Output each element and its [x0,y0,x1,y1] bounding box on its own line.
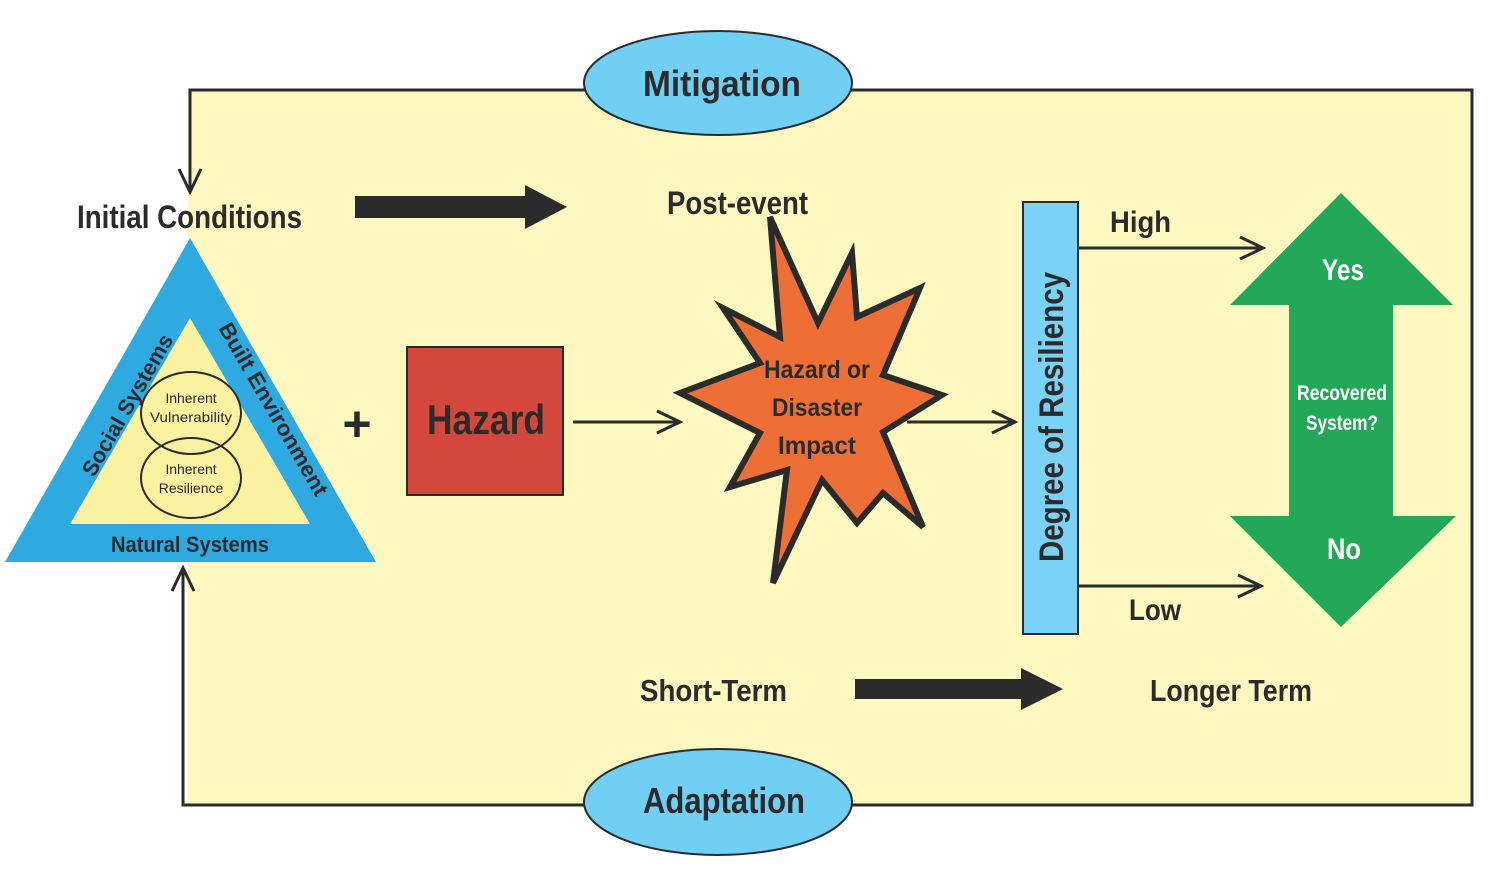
impact-line3: Impact [778,432,857,460]
hazard-label: Hazard [427,396,545,443]
loop-border [181,88,1474,807]
low-label: Low [1129,594,1182,627]
recovered-line1: Recovered [1297,382,1387,405]
resilience-line1: Inherent [165,461,216,477]
initial-conditions-title: Initial Conditions [77,199,302,235]
adaptation-label: Adaptation [643,780,805,821]
longer-term-label: Longer Term [1150,673,1312,708]
recovered-line2: System? [1306,412,1378,435]
resiliency-bar: Degree of Resiliency [1022,201,1079,635]
impact-line1: Hazard or [764,356,870,384]
short-term-label: Short-Term [640,673,787,708]
resiliency-label: Degree of Resiliency [1033,272,1071,562]
no-label: No [1327,533,1361,566]
impact-line2: Disaster [772,394,862,422]
yes-label: Yes [1322,254,1364,287]
adaptation-node: Adaptation [583,748,853,856]
plus-sign: + [342,396,371,452]
hazard-box: Hazard [406,346,564,496]
impact-starburst: Hazard or Disaster Impact [672,215,949,585]
mitigation-node: Mitigation [583,30,853,136]
vulnerability-circle [140,371,242,455]
vulnerability-line2: Vulnerability [150,409,232,425]
natural-systems-label: Natural Systems [111,532,269,557]
mitigation-label: Mitigation [643,63,801,104]
high-label: High [1110,206,1171,239]
resilience-line2: Resilience [159,480,224,496]
resilience-circle [140,437,242,519]
block-arrow-right-bottom [855,668,1063,710]
recovery-double-arrow: Yes Recovered System? No [1230,193,1456,627]
post-event-label: Post-event [667,185,808,221]
vulnerability-line1: Inherent [165,390,216,406]
block-arrow-right-top [355,185,567,229]
systems-triangle: Social Systems Built Environment Natural… [5,238,376,562]
